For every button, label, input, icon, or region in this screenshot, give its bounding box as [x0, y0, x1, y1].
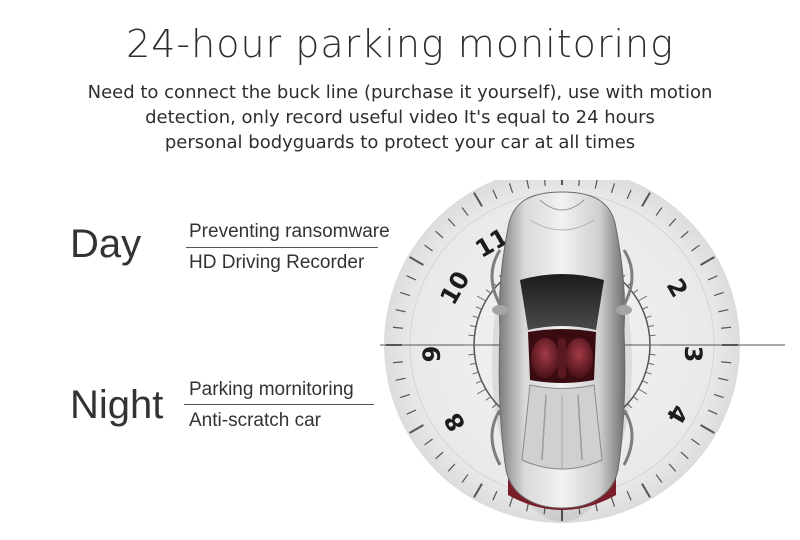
dial-tick — [713, 291, 724, 297]
page-title: 24-hour parking monitoring — [126, 22, 674, 66]
dial-number: 9 — [418, 346, 446, 363]
dial-tick — [392, 326, 403, 329]
dial-inner-tick — [645, 315, 652, 319]
dial-inner-tick — [627, 403, 633, 409]
dial-tick — [395, 309, 406, 313]
dial-tick — [544, 180, 546, 186]
dial-inner-tick — [491, 403, 497, 409]
dial-tick — [655, 474, 663, 483]
day-label: Day — [70, 222, 142, 266]
dial-tick — [409, 256, 424, 266]
dial-tick — [406, 275, 417, 281]
dial-tick — [492, 490, 498, 501]
dial-tick — [700, 256, 715, 266]
dial-tick — [435, 451, 444, 460]
dial-tick — [447, 218, 456, 227]
dial-number: 3 — [679, 346, 707, 363]
dial-tick — [508, 496, 514, 507]
dial-tick — [424, 244, 433, 252]
dial-inner-tick — [469, 324, 477, 328]
night-feature-scratch: Anti-scratch car — [189, 410, 321, 431]
dial-tick — [655, 207, 663, 216]
clock-dial-icon: 11 10 2 9 3 8 4 — [380, 180, 785, 523]
dial-tick — [461, 474, 469, 483]
dial-inner-tick — [468, 353, 475, 356]
dial-inner-tick — [475, 380, 482, 384]
dial-tick — [718, 377, 729, 381]
dial-tick — [713, 393, 724, 399]
dial-tick — [610, 183, 616, 194]
dial-inner-tick — [632, 396, 639, 401]
dial-tick — [461, 207, 469, 216]
dial-inner-tick — [647, 324, 655, 328]
dial-inner-tick — [632, 289, 639, 294]
day-feature-recorder: HD Driving Recorder — [189, 252, 365, 273]
dial-inner-tick — [475, 306, 482, 310]
dial-inner-tick — [472, 371, 479, 375]
dial-tick — [578, 180, 580, 186]
dial-tick — [718, 309, 729, 313]
night-divider — [184, 404, 374, 405]
subtitle-line: personal bodyguards to protect your car … — [164, 132, 636, 153]
dial-inner-tick — [485, 289, 492, 294]
dial-inner-tick — [472, 315, 479, 319]
dial-tick — [526, 180, 530, 189]
dial-tick — [392, 361, 403, 364]
dial-tick — [395, 377, 406, 381]
dial-inner-tick — [647, 362, 655, 366]
dial-tick — [700, 424, 715, 434]
dial-tick — [508, 183, 514, 194]
dial-tick — [406, 409, 417, 415]
dial-inner-tick — [642, 380, 649, 384]
subtitle-line: detection, only record useful video It's… — [145, 107, 655, 128]
dial-inner-tick — [637, 295, 648, 302]
dial-tick — [721, 361, 732, 364]
car-icon — [490, 191, 634, 522]
dial-tick — [400, 393, 411, 399]
dial-tick — [680, 451, 689, 460]
dial-tick — [707, 275, 718, 281]
dial-tick — [691, 438, 700, 446]
day-feature-ransomware: Preventing ransomware — [189, 221, 390, 242]
dial-tick — [721, 326, 732, 329]
dial-inner-tick — [642, 306, 649, 310]
dial-tick — [424, 438, 433, 446]
subtitle-line: Need to connect the buck line (purchase … — [87, 82, 713, 103]
day-divider — [186, 247, 378, 248]
dial-tick — [400, 291, 411, 297]
dial-tick — [641, 483, 651, 498]
dial-tick — [610, 496, 616, 507]
dial-tick — [447, 463, 456, 472]
dial-tick — [435, 230, 444, 239]
night-label: Night — [70, 383, 164, 427]
dial-inner-tick — [645, 371, 652, 375]
dial-tick — [594, 180, 598, 189]
dial-tick — [473, 483, 483, 498]
dial-tick — [473, 192, 483, 207]
dial-inner-tick — [637, 388, 648, 395]
page-subtitle: Need to connect the buck line (purchase … — [60, 80, 740, 155]
dial-tick — [626, 490, 632, 501]
dial-inner-tick — [649, 353, 656, 356]
dial-inner-tick — [468, 334, 475, 337]
dial-tick — [668, 218, 677, 227]
dial-tick — [409, 424, 424, 434]
dial-inner-tick — [485, 396, 492, 401]
night-feature-monitoring: Parking mornitoring — [189, 379, 354, 400]
dial-tick — [680, 230, 689, 239]
dial-inner-tick — [476, 388, 487, 395]
dial-tick — [668, 463, 677, 472]
dial-tick — [626, 189, 632, 200]
dial-inner-tick — [476, 295, 487, 302]
dial-tick — [691, 244, 700, 252]
dial-tick — [707, 409, 718, 415]
dial-inner-tick — [469, 362, 477, 366]
dial-tick — [492, 189, 498, 200]
dial-inner-tick — [649, 334, 656, 337]
dial-tick — [641, 192, 651, 207]
